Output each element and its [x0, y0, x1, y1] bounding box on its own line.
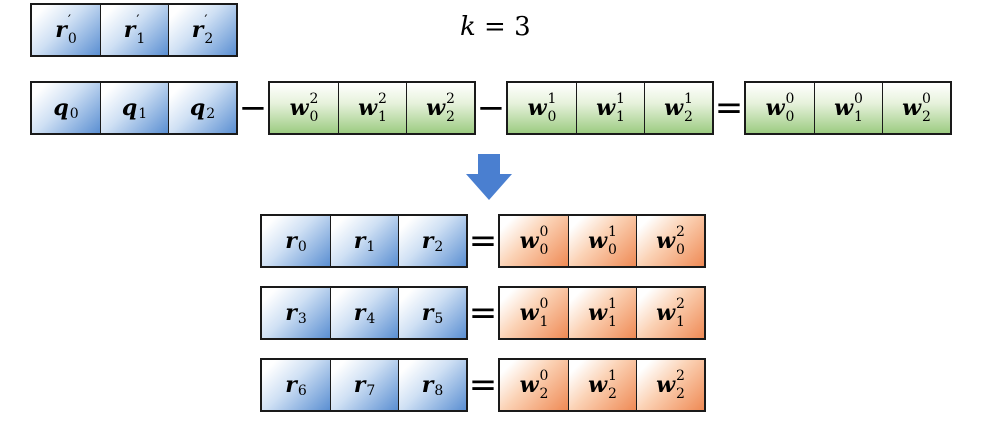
equals-operator-row-0: =	[468, 221, 498, 261]
equals-operator-row-2: =	[468, 365, 498, 405]
cell-r-prime-1: r′1	[100, 5, 168, 55]
r-prime-group: r′0 r′1 r′2	[30, 3, 238, 57]
cell-r-prime-2: r′2	[168, 5, 236, 55]
minus-operator-1: −	[238, 88, 268, 128]
equals-operator: =	[714, 88, 744, 128]
equals-operator-row-1: =	[468, 293, 498, 333]
k-value-label: k = 3	[460, 12, 531, 42]
minus-operator-2: −	[476, 88, 506, 128]
down-arrow-icon	[466, 154, 512, 200]
cell-r-prime-0: r′0	[32, 5, 100, 55]
top-prime-row: r′0 r′1 r′2	[30, 3, 238, 57]
